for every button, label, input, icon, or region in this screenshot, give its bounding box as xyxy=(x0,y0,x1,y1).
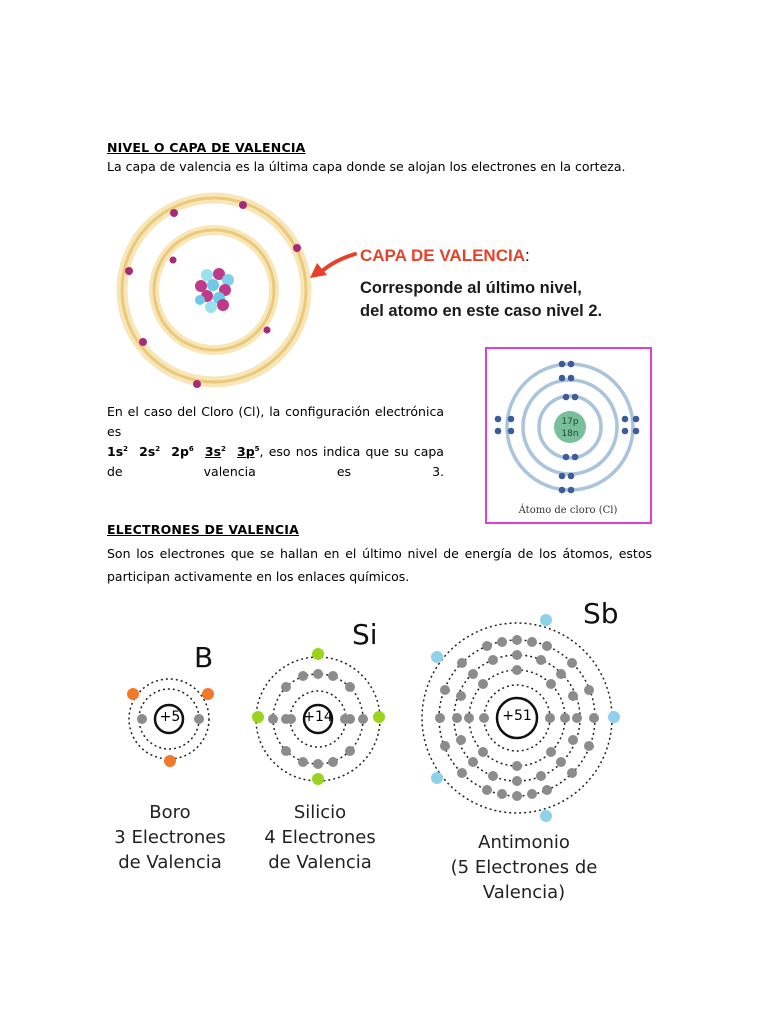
electrons xyxy=(125,201,301,388)
silicon-caption-line-3: de Valencia xyxy=(268,852,372,873)
antimony-nucleus xyxy=(495,696,539,740)
config-term: 1s2 xyxy=(107,444,129,459)
callout-line-2: del atomo en este caso nivel 2. xyxy=(360,302,603,320)
silicon-symbol: Si xyxy=(352,618,378,651)
section-heading-valence-shell: NIVEL O CAPA DE VALENCIA xyxy=(107,140,306,155)
silicon-valence-electrons xyxy=(252,648,385,785)
section-heading-valence-electrons: ELECTRONES DE VALENCIA xyxy=(107,522,299,537)
silicon-atom-diagram xyxy=(252,648,385,785)
config-term-valence: 3p5 xyxy=(237,444,260,459)
config-term: 2s2 xyxy=(139,444,161,459)
inner-orbit xyxy=(149,225,279,355)
outer-orbit xyxy=(116,192,312,388)
valence-shell-atom-diagram xyxy=(116,192,312,388)
silicon-nucleus xyxy=(302,703,334,735)
antimony-charge: +51 xyxy=(502,708,532,724)
antimony-symbol: Sb xyxy=(583,597,619,630)
boron-charge: +5 xyxy=(159,709,181,725)
boron-caption-line-3: de Valencia xyxy=(118,852,222,873)
chlorine-electrons xyxy=(494,360,640,494)
callout-line-1: Corresponde al último nivel, xyxy=(360,279,582,297)
boron-atom-diagram xyxy=(127,678,214,767)
chlorine-text-after: , eso nos indica que su capa de valencia… xyxy=(107,444,444,479)
boron-symbol: B xyxy=(194,641,214,674)
antimony-inner-electrons xyxy=(435,635,599,801)
section-intro-text: La capa de valencia es la última capa do… xyxy=(107,159,626,174)
silicon-charge: +14 xyxy=(303,709,333,725)
chlorine-diagram-frame: 17p 18n Átomo de cloro (Cl) xyxy=(485,347,652,524)
antimony-caption-line-1: Antimonio xyxy=(478,832,570,853)
chlorine-text-line-2: 1s2 2s2 2p6 3s2 3p5, eso nos indica que … xyxy=(107,442,444,482)
callout-title: CAPA DE VALENCIA: xyxy=(360,246,530,266)
section2-body-text: Son los electrones que se hallan en el ú… xyxy=(107,546,652,584)
silicon-caption: Silicio 4 Electrones de Valencia xyxy=(255,800,385,875)
chlorine-atom-diagram: 17p 18n Átomo de cloro (Cl) xyxy=(494,360,640,516)
nucleus xyxy=(195,268,234,313)
chlorine-text-line-1: En el caso del Cloro (Cl), la configurac… xyxy=(107,404,444,439)
silicon-caption-line-2: 4 Electrones xyxy=(264,827,376,848)
proton-count: 17p xyxy=(561,417,578,427)
antimony-valence-electrons xyxy=(431,614,620,822)
antimony-caption-line-2: (5 Electrones de Valencia) xyxy=(450,857,598,903)
boron-caption-line-1: Boro xyxy=(149,802,191,823)
boron-valence-electrons xyxy=(127,688,214,767)
arrow-icon xyxy=(310,252,357,278)
config-term: 2p6 xyxy=(171,444,194,459)
boron-caption-line-2: 3 Electrones xyxy=(114,827,226,848)
neutron-count: 18n xyxy=(561,429,578,439)
chlorine-paragraph: En el caso del Cloro (Cl), la configurac… xyxy=(107,402,444,482)
electron-configuration: 1s2 2s2 2p6 3s2 3p5 xyxy=(107,444,260,459)
silicon-caption-line-1: Silicio xyxy=(293,802,347,823)
antimony-caption: Antimonio (5 Electrones de Valencia) xyxy=(408,830,640,905)
antimony-atom-diagram xyxy=(421,614,620,822)
chlorine-nucleus xyxy=(554,411,586,443)
callout-title-text: CAPA DE VALENCIA xyxy=(360,246,525,265)
config-term-valence: 3s2 xyxy=(204,444,226,459)
boron-nucleus xyxy=(153,703,185,735)
boron-caption: Boro 3 Electrones de Valencia xyxy=(110,800,230,875)
chlorine-caption: Átomo de cloro (Cl) xyxy=(518,504,618,516)
callout-colon: : xyxy=(524,246,530,265)
